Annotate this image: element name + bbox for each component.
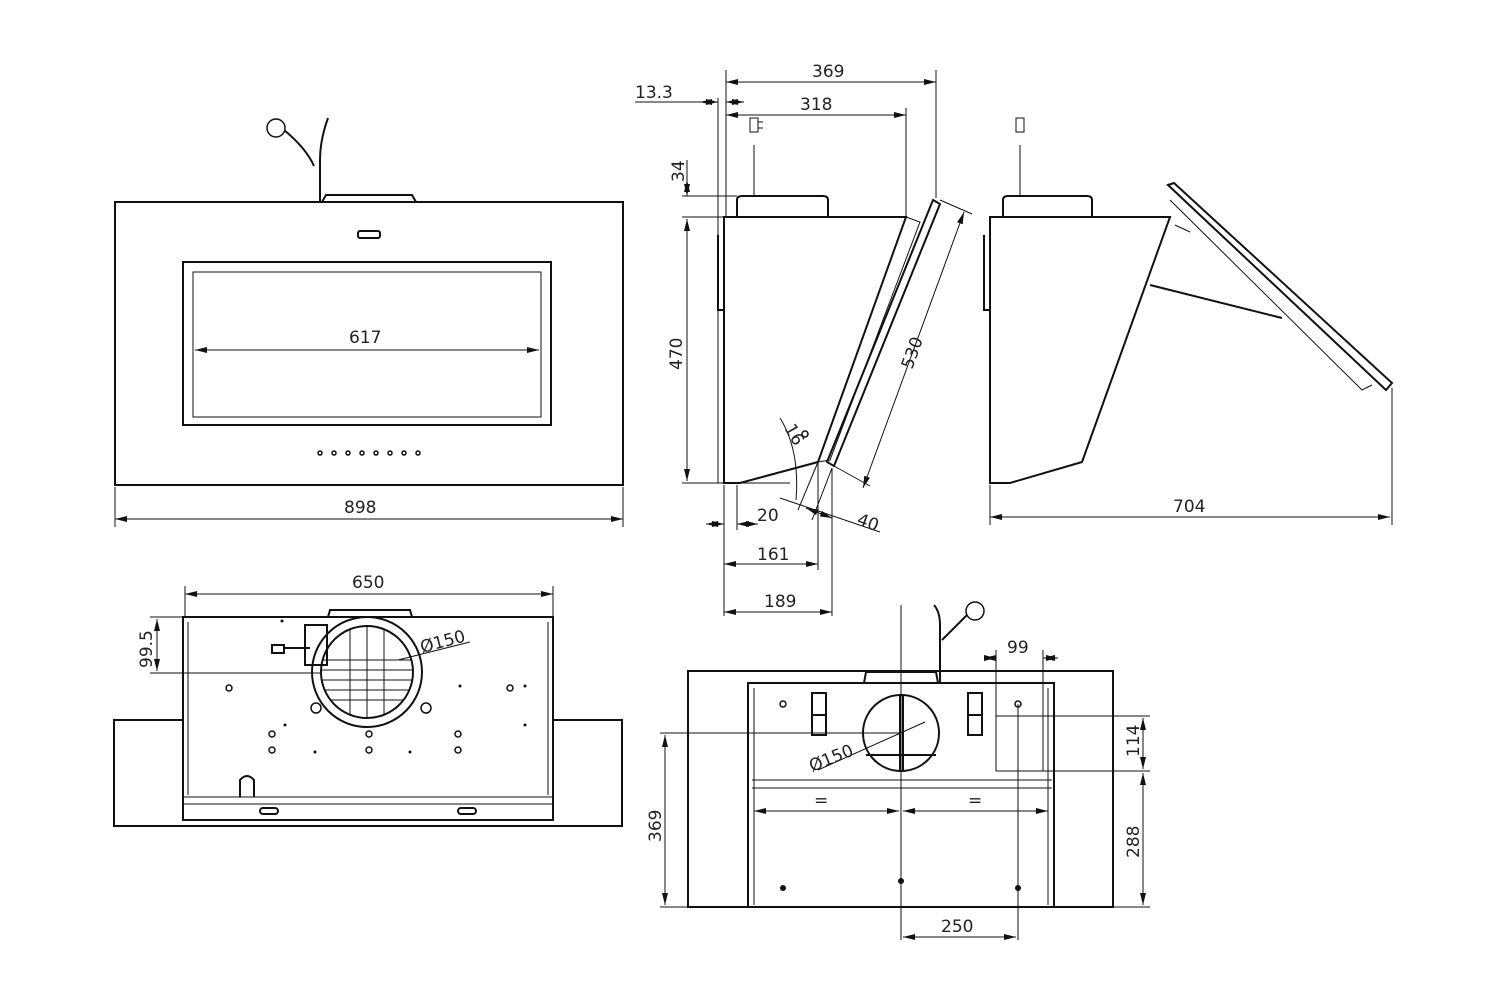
dim-650: 650 <box>352 573 384 593</box>
dim-189: 189 <box>764 592 796 612</box>
plug-icon <box>965 601 985 621</box>
dim-470: 470 <box>667 338 687 370</box>
dim-704: 704 <box>1173 497 1205 517</box>
bracket <box>239 775 255 797</box>
grille-bars <box>322 626 412 718</box>
panel-frame <box>817 216 921 463</box>
window-frame <box>182 261 552 426</box>
dim-99: 99 <box>1007 638 1029 658</box>
dim-line-530 <box>862 211 965 489</box>
dim-114: 114 <box>1124 725 1144 757</box>
back-bracket <box>983 235 990 311</box>
dim-duct-diameter-back: Ø150 <box>806 741 856 777</box>
dim-369: 369 <box>812 62 844 82</box>
top-vent <box>321 194 417 203</box>
dim-99-5: 99.5 <box>137 630 157 668</box>
top-vent <box>327 609 413 618</box>
clip <box>259 807 279 815</box>
hood-body-side <box>723 216 908 484</box>
power-plug <box>271 624 328 666</box>
back-view: 99 114 288 369 250 = = Ø150 <box>646 601 1150 940</box>
hood-body-side-open <box>989 216 1172 484</box>
glass-panel <box>825 198 942 468</box>
wall-bracket-right <box>967 692 983 736</box>
side-view: 369 13.3 318 34 470 530 16 40 20 161 189 <box>635 62 973 616</box>
dim-250: 250 <box>941 917 973 937</box>
dim-13-3: 13.3 <box>635 83 673 103</box>
power-cord <box>319 117 329 202</box>
equal-left: = <box>814 791 828 811</box>
open-glass-panel <box>1166 181 1394 392</box>
plug-icon <box>749 117 763 196</box>
dim-161: 161 <box>757 545 789 565</box>
dim-288: 288 <box>1124 826 1144 858</box>
equal-right: = <box>968 791 982 811</box>
open-side-view: 704 <box>983 117 1394 525</box>
motor-box <box>736 195 829 217</box>
handle-slot <box>357 230 381 239</box>
body-rails <box>183 622 553 805</box>
dim-369-back: 369 <box>646 810 666 842</box>
motor-box <box>1002 195 1093 217</box>
plug-icon <box>266 118 286 138</box>
dim-617: 617 <box>349 328 381 348</box>
bottom-view: 650 99.5 Ø150 <box>113 573 623 827</box>
clip <box>457 807 477 815</box>
dim-530: 530 <box>898 334 928 371</box>
dim-40: 40 <box>854 510 881 536</box>
dim-318: 318 <box>800 95 832 115</box>
wall-bracket-left <box>811 692 827 736</box>
pivot-hole <box>801 430 809 438</box>
mounting-holes <box>225 619 527 754</box>
control-buttons <box>317 450 421 456</box>
power-cord-branch <box>283 129 315 167</box>
dim-898: 898 <box>344 498 376 518</box>
plug-icon <box>1015 117 1025 196</box>
body-rails <box>752 688 1052 905</box>
dim-20: 20 <box>757 506 779 526</box>
panel-frame <box>1169 199 1373 391</box>
electrical-box <box>995 715 1044 772</box>
window-glass <box>192 271 542 418</box>
front-view: 617 898 <box>114 117 624 527</box>
duct-collar <box>311 616 423 728</box>
hood-front-panel <box>114 201 624 486</box>
gas-strut <box>1149 284 1283 319</box>
dim-34: 34 <box>669 160 689 182</box>
power-cord <box>933 604 969 683</box>
